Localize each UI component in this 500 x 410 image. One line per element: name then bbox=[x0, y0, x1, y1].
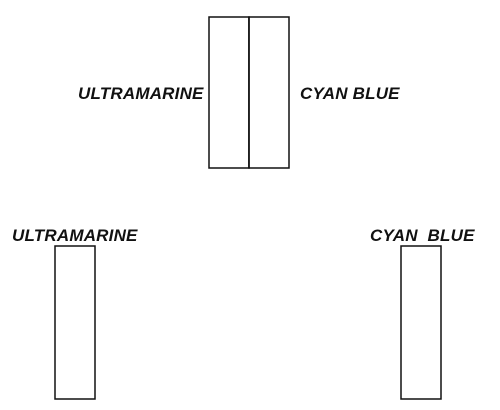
bottom-right-strip bbox=[400, 245, 442, 400]
top-left-half bbox=[208, 16, 250, 169]
bottom-left-strip bbox=[54, 245, 96, 400]
bottom-right-label: CYAN BLUE bbox=[370, 226, 475, 245]
top-left-label: ULTRAMARINE bbox=[78, 84, 204, 103]
top-right-label: CYAN BLUE bbox=[300, 84, 400, 103]
top-right-half bbox=[248, 16, 290, 169]
bottom-left-label: ULTRAMARINE bbox=[12, 226, 138, 245]
top-combined-strip bbox=[208, 16, 290, 169]
